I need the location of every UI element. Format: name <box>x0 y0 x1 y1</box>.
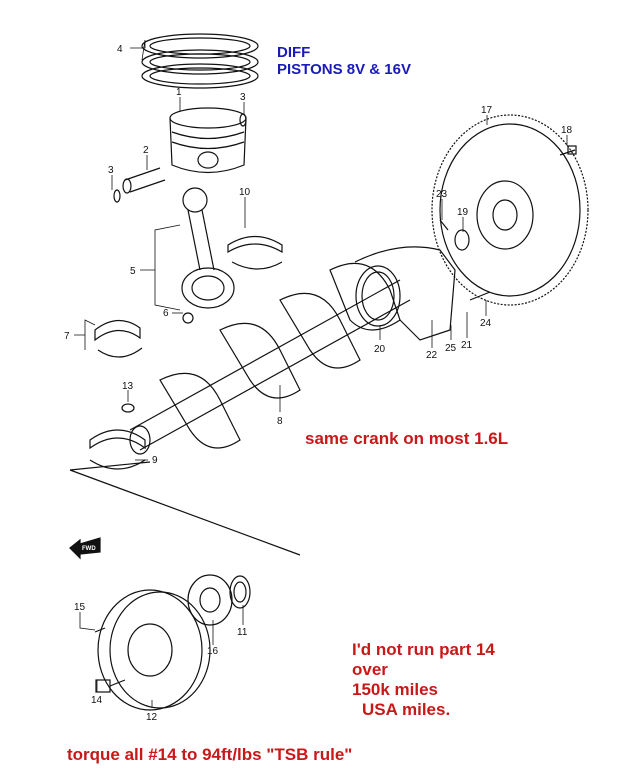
part-label-16: 16 <box>207 646 219 657</box>
part-label-14: 14 <box>91 695 103 706</box>
forward-direction-badge: FWD <box>69 537 101 560</box>
title-line-1: DIFF <box>277 44 311 61</box>
crankshaft <box>129 262 411 455</box>
part-label-17: 17 <box>481 105 493 116</box>
part-label-22: 22 <box>426 350 438 361</box>
part-label-3b: 3 <box>108 165 114 176</box>
part-label-9: 9 <box>152 455 158 466</box>
circlip <box>239 113 247 127</box>
title-annotation: DIFF PISTONS 8V & 16V <box>277 44 411 78</box>
part-label-13: 13 <box>122 381 134 392</box>
part-label-20: 20 <box>374 344 386 355</box>
crank-pulley <box>94 589 211 711</box>
part-label-8: 8 <box>277 416 283 427</box>
part-label-3: 3 <box>240 92 246 103</box>
part14-note-line-3: 150k miles <box>352 680 439 699</box>
flywheel <box>431 114 589 306</box>
piston-rings <box>141 33 259 89</box>
part-number-labels: 4 3 1 2 3 10 5 6 7 13 8 9 17 18 23 19 20… <box>64 44 573 723</box>
rod-bearing <box>227 235 283 270</box>
part-label-21: 21 <box>461 340 473 351</box>
connecting-rod <box>181 187 235 324</box>
title-line-2: PISTONS 8V & 16V <box>277 61 411 78</box>
part14-note-line-4: USA miles. <box>362 700 451 719</box>
part-label-2: 2 <box>143 145 149 156</box>
timing-pulley <box>187 574 233 626</box>
circlip <box>113 189 121 203</box>
oil-seal-housing <box>354 219 491 341</box>
part-label-6: 6 <box>163 308 169 319</box>
torque-note: torque all #14 to 94ft/lbs "TSB rule" <box>67 745 353 764</box>
piston-pin <box>122 167 166 194</box>
part14-note-line-1: I'd not run part 14 <box>352 640 495 659</box>
part-label-12: 12 <box>146 712 158 723</box>
part14-note: I'd not run part 14 over 150k miles USA … <box>352 640 495 720</box>
key <box>121 403 135 413</box>
leader-lines <box>74 39 568 708</box>
part-label-7: 7 <box>64 331 70 342</box>
part-label-11: 11 <box>237 627 248 638</box>
part-label-4: 4 <box>117 44 123 55</box>
svg-text:FWD: FWD <box>82 546 96 552</box>
part-label-19: 19 <box>457 207 469 218</box>
part14-note-line-2: over <box>352 660 388 679</box>
part-label-25: 25 <box>445 343 457 354</box>
part-label-5: 5 <box>130 266 136 277</box>
crank-seal <box>229 575 251 609</box>
part-label-24: 24 <box>480 318 492 329</box>
part-label-1: 1 <box>176 87 182 98</box>
part-label-23: 23 <box>436 189 448 200</box>
piston <box>169 107 247 174</box>
main-bearing <box>94 319 143 358</box>
part-label-15: 15 <box>74 602 86 613</box>
part-label-18: 18 <box>561 125 573 136</box>
part-label-10: 10 <box>239 187 251 198</box>
section-line <box>69 461 301 556</box>
crank-note: same crank on most 1.6L <box>305 429 509 448</box>
